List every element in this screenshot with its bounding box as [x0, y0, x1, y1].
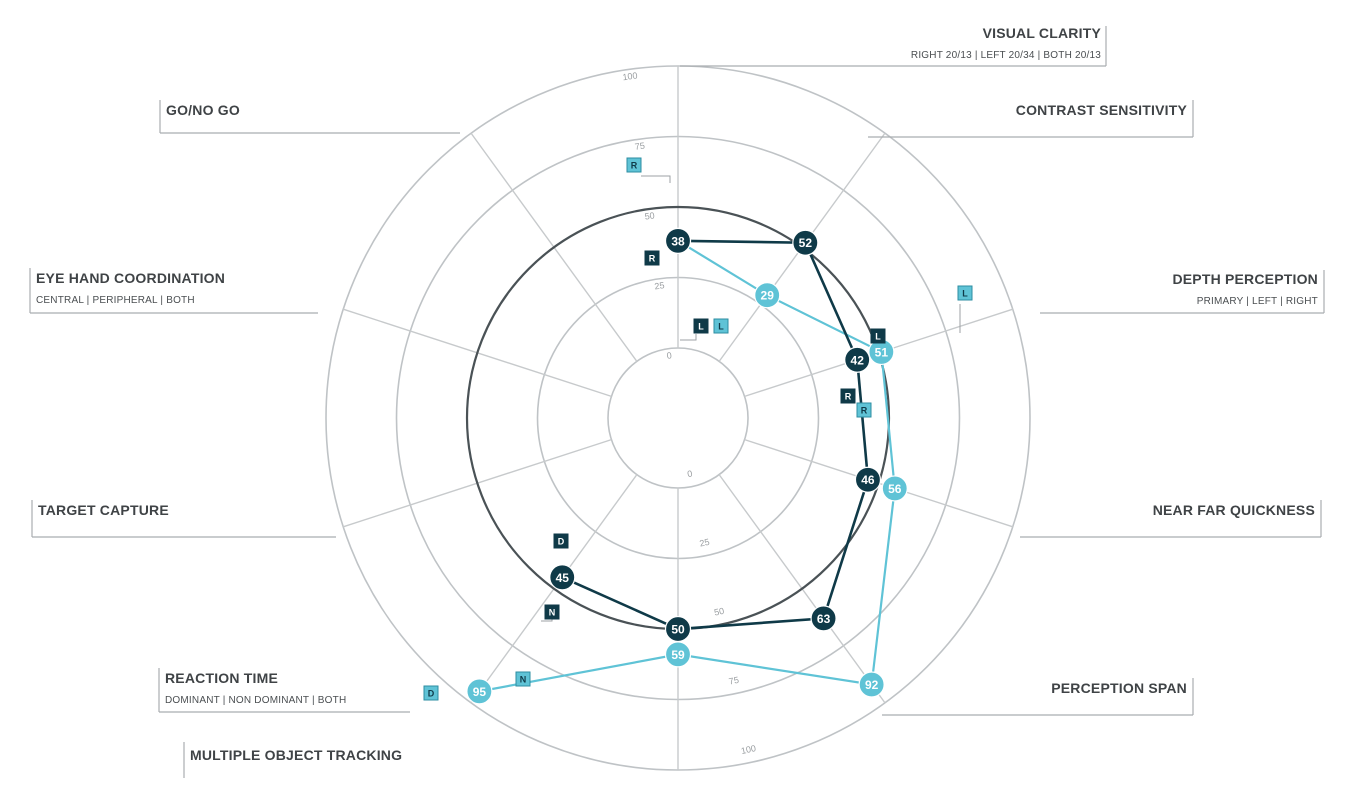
tag-label: L	[718, 322, 724, 332]
tag-box	[644, 250, 660, 266]
tag-box	[840, 388, 856, 404]
tag-box	[713, 318, 729, 334]
category-sublabel: CENTRAL | PERIPHERAL | BOTH	[36, 295, 195, 306]
tick-label: 50	[713, 606, 725, 618]
data-point-dark	[549, 564, 576, 591]
data-label: 45	[556, 571, 570, 585]
tag-box	[693, 318, 709, 334]
data-point-dark	[844, 346, 871, 373]
tag-label: R	[631, 161, 638, 171]
data-point-light	[754, 282, 781, 309]
category-sublabel: PRIMARY | LEFT | RIGHT	[1197, 296, 1318, 307]
tick-label: 25	[699, 537, 711, 549]
data-point-light	[466, 678, 493, 705]
tag-label: D	[428, 689, 435, 699]
series-layer: 3829515692599538524246635045	[466, 227, 908, 705]
data-point-dark	[810, 605, 837, 632]
category-label: GO/NO GO	[166, 102, 240, 118]
category-labels: VISUAL CLARITY RIGHT 20/13 | LEFT 20/34 |…	[29, 25, 1325, 778]
tick-label: 100	[740, 743, 757, 756]
tag-box	[544, 604, 560, 620]
category-label: CONTRAST SENSITIVITY	[1016, 102, 1188, 118]
tag-label: D	[558, 537, 565, 547]
data-point-dark	[664, 615, 692, 643]
data-point-dark	[664, 227, 692, 254]
category-label: PERCEPTION SPAN	[1051, 680, 1187, 696]
tick-label: 0	[666, 350, 672, 361]
tag-label: L	[698, 322, 704, 332]
data-label: 38	[671, 234, 685, 248]
tag-label: R	[861, 406, 868, 416]
tag-label: L	[962, 289, 968, 299]
data-label: 51	[875, 345, 889, 359]
category-label: REACTION TIME	[165, 670, 278, 686]
tag-box	[856, 402, 872, 418]
data-label: 42	[851, 353, 865, 367]
tag-leader	[541, 619, 553, 622]
tick-label: 100	[622, 70, 638, 82]
tag-box	[553, 533, 569, 549]
category-label: EYE HAND COORDINATION	[36, 270, 225, 286]
tick-label: 75	[634, 141, 645, 152]
data-label: 95	[473, 685, 487, 699]
data-label: 29	[761, 289, 775, 303]
tag-label: R	[649, 254, 656, 264]
tag-box	[515, 671, 531, 687]
tick-label: 50	[644, 210, 655, 221]
data-label: 92	[865, 678, 879, 692]
data-point-light	[858, 671, 885, 698]
tag-label: R	[845, 392, 852, 402]
tick-label: 25	[654, 280, 665, 291]
data-label: 50	[671, 623, 685, 637]
category-sublabel: DOMINANT | NON DOMINANT | BOTH	[165, 695, 346, 706]
tick-label: 75	[728, 675, 740, 687]
category-label: VISUAL CLARITY	[983, 25, 1102, 41]
radar-ticks: 0 25 50 75 100 0 25 50 75 100	[622, 70, 757, 756]
data-label: 56	[888, 482, 902, 496]
category-label: MULTIPLE OBJECT TRACKING	[190, 747, 402, 763]
data-label: 59	[671, 648, 685, 662]
category-label: DEPTH PERCEPTION	[1172, 271, 1318, 287]
tag-leader	[641, 175, 671, 183]
data-point-dark	[792, 229, 819, 256]
tag-box	[423, 685, 439, 701]
tag-box	[957, 285, 973, 301]
data-label: 46	[861, 473, 875, 487]
tag-leader	[680, 334, 697, 341]
tag-box	[870, 328, 886, 344]
category-label: NEAR FAR QUICKNESS	[1153, 502, 1315, 518]
tag-box	[626, 157, 642, 173]
ring-0	[607, 347, 749, 489]
category-sublabel: RIGHT 20/13 | LEFT 20/34 | BOTH 20/13	[911, 50, 1101, 61]
tick-label: 0	[686, 468, 693, 479]
category-label: TARGET CAPTURE	[38, 502, 169, 518]
data-label: 52	[799, 236, 813, 250]
tag-label: N	[549, 608, 556, 618]
data-label: 63	[817, 612, 831, 626]
data-point-dark	[854, 466, 882, 493]
tag-label: N	[520, 675, 527, 685]
tag-label: L	[875, 332, 881, 342]
data-point-light	[881, 475, 908, 502]
